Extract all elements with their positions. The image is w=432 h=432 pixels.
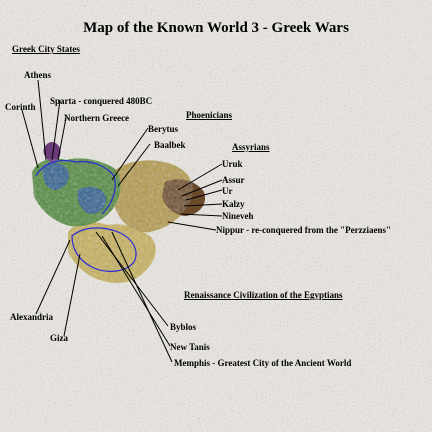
greek-border [35, 159, 116, 215]
label-nippur: Nippur - re-conquered from the "Perzziae… [216, 225, 392, 235]
label-kalzy: Kalzy [222, 199, 245, 209]
label-alexandria: Alexandria [10, 312, 54, 322]
label-sparta: Sparta - conquered 480BC [50, 96, 153, 106]
label-byblos: Byblos [170, 322, 197, 332]
label-giza: Giza [50, 333, 68, 343]
region-assyrians: Assyrians [232, 142, 270, 152]
region-greek-city-states: Greek City States [12, 44, 80, 54]
egypt-border [71, 227, 137, 272]
region-egyptians: Renaissance Civilization of the Egyptian… [184, 290, 343, 300]
label-nineveh: Nineveh [222, 211, 254, 221]
label-berytus: Berytus [148, 124, 178, 134]
region-phoenicians: Phoenicians [186, 110, 233, 120]
label-uruk: Uruk [222, 159, 243, 169]
label-baalbek: Baalbek [154, 140, 186, 150]
label-assur: Assur [222, 175, 245, 185]
label-new-tanis: New Tanis [170, 342, 210, 352]
map-title: Map of the Known World 3 - Greek Wars [83, 20, 349, 36]
leader-lines [21, 79, 223, 363]
label-northern-greece: Northern Greece [64, 113, 130, 123]
label-athens: Athens [24, 70, 52, 80]
label-corinth: Corinth [5, 102, 36, 112]
label-memphis: Memphis - Greatest City of the Ancient W… [174, 358, 352, 368]
label-ur: Ur [222, 186, 233, 196]
peninsula [43, 142, 61, 163]
